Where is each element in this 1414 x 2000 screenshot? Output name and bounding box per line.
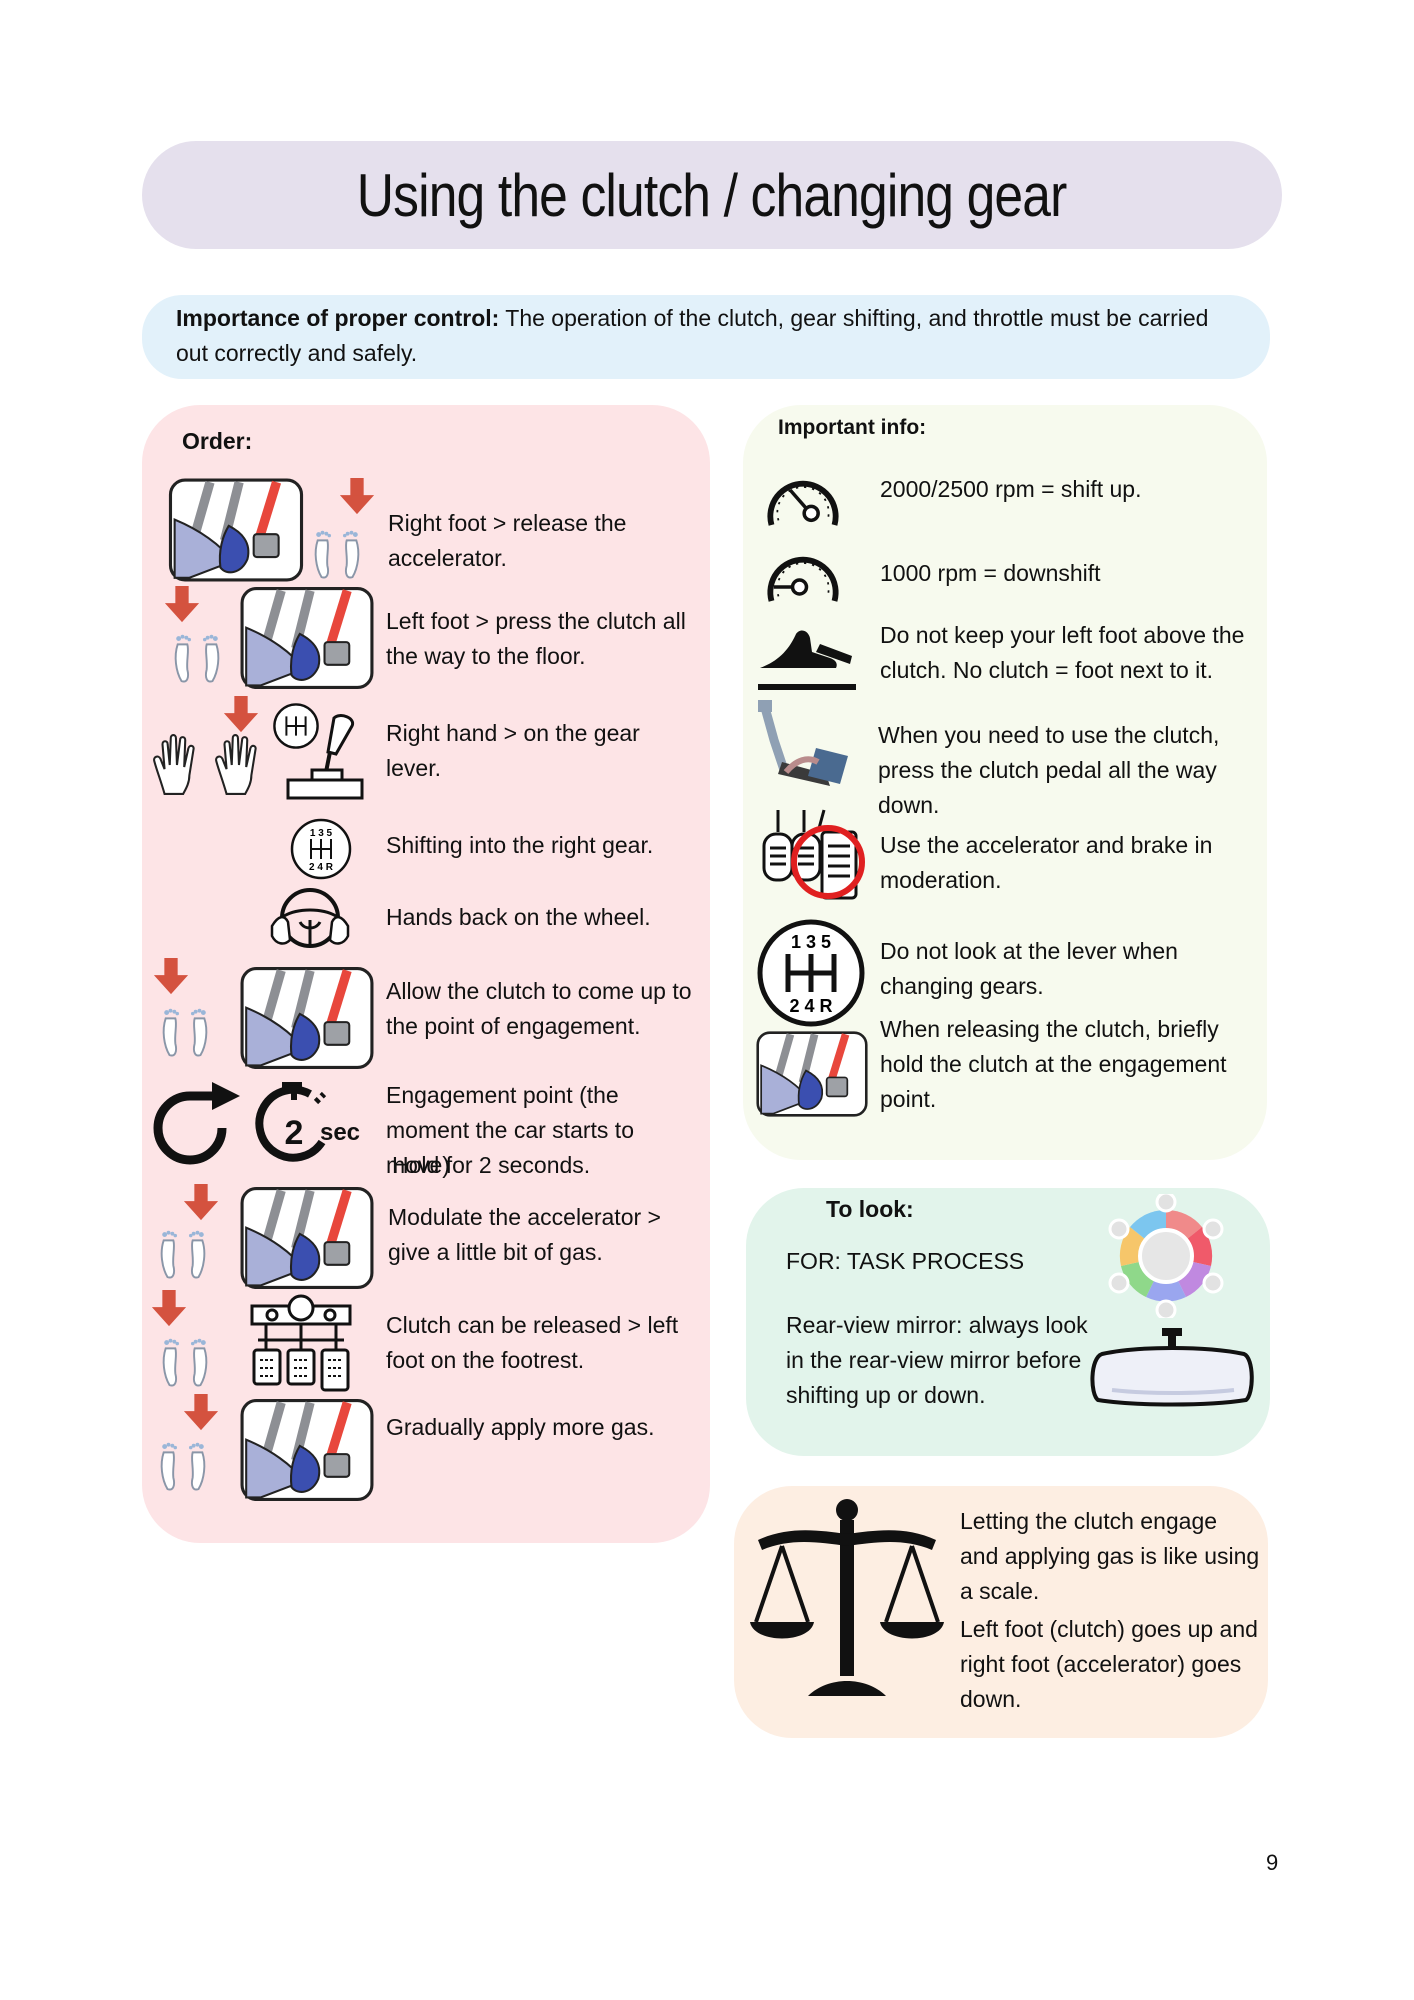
info-item-6: Do not look at the lever when changing g… [880,938,1178,999]
rearview-mirror-icon [1090,1328,1254,1407]
info-item-2: 1000 rpm = downshift [880,560,1101,586]
info-item-3: Do not keep your left foot above the clu… [880,622,1245,683]
footprints-icon [156,1000,214,1060]
order-step-7-hold: Hold for 2 seconds. [392,1152,591,1178]
gearbox-top-label: 1 3 5 [791,932,831,952]
info-item-4: When you need to use the clutch, press t… [878,722,1220,818]
arrow-down-icon [182,1184,220,1222]
importance-box: Importance of proper control: The operat… [142,295,1270,379]
timer-icon: 2 sec [255,1082,360,1162]
arrow-down-icon [163,586,201,624]
tachometer-icon [760,462,846,532]
footprints-icon [308,522,366,582]
order-step-9: Clutch can be released > left foot on th… [386,1312,679,1373]
page-title: Using the clutch / changing gear [357,161,1068,229]
footrest-icon [250,1294,352,1392]
importance-label: Importance of proper control: [176,305,500,331]
steering-wheel-icon [270,888,350,948]
footprints-icon [156,1330,214,1390]
arrow-down-icon [222,696,260,734]
clutch-hold-icon [756,1030,868,1118]
to-look-mirror-text: Rear-view mirror: always look in the rea… [786,1312,1088,1408]
scale-icon [750,1499,944,1696]
important-info-heading: Important info: [778,416,927,439]
tachometer-icon [760,538,846,608]
gearbox-icon: 1 3 5 2 4 R [290,818,352,880]
page-number: 9 [1266,1850,1279,1875]
order-step-8: Modulate the accelerator > give a little… [388,1204,661,1265]
order-heading: Order: [182,428,253,454]
to-look-heading: To look: [826,1196,914,1222]
scale-text-2: Left foot (clutch) goes up and right foo… [960,1616,1258,1712]
color-wheel-icon [1108,1194,1224,1318]
gearbox-bottom-label: 2 4 R [309,862,334,873]
clutch-pedal-icon [758,700,848,786]
arrow-down-icon [152,958,190,996]
gearbox-icon: 1 3 5 2 4 R [757,919,865,1027]
order-step-7: Engagement point (the moment the car sta… [386,1082,634,1178]
footprints-icon [168,626,226,686]
rotate-icon [153,1082,240,1165]
scale-text-1: Letting the clutch engage and applying g… [960,1508,1260,1604]
order-step-5: Hands back on the wheel. [386,904,651,930]
clutch-pedal-press-icon [240,586,374,690]
info-item-1: 2000/2500 rpm = shift up. [880,476,1142,502]
order-step-1: Right foot > release the accelerator. [388,510,627,571]
arrow-down-icon [182,1394,220,1432]
info-item-7: When releasing the clutch, briefly hold … [880,1016,1227,1112]
clutch-pedal-release-icon [240,966,374,1070]
order-step-6: Allow the clutch to come up to the point… [386,978,692,1039]
brake-accelerator-icon [762,809,865,900]
timer-unit: sec [320,1119,360,1146]
order-step-3: Right hand > on the gear lever. [386,720,640,781]
footprints-icon [154,1434,212,1494]
gear-lever-icon [286,714,364,800]
order-panel [142,405,710,1543]
title-banner: Using the clutch / changing gear [142,141,1282,249]
gearbox-top-label: 1 3 5 [310,828,333,839]
info-item-5: Use the accelerator and brake in moderat… [880,832,1213,893]
foot-on-pedal-icon [758,630,856,690]
timer-number: 2 [285,1114,304,1152]
accelerator-pedal-icon [240,1398,374,1502]
importance-text: The operation of the clutch, gear shifti… [176,305,1209,366]
order-step-2: Left foot > press the clutch all the way… [386,608,686,669]
pedals-icon [168,478,304,582]
order-step-4: Shifting into the right gear. [386,832,654,858]
arrow-down-icon [150,1290,188,1328]
footprints-icon [154,1222,212,1282]
gearbox-bottom-label: 2 4 R [789,996,832,1016]
hands-icon [152,734,204,796]
arrow-down-icon [338,478,376,516]
accelerator-pedal-icon [240,1186,374,1290]
hands-icon [214,734,266,796]
order-step-10: Gradually apply more gas. [386,1414,655,1440]
to-look-task: FOR: TASK PROCESS [786,1248,1025,1274]
